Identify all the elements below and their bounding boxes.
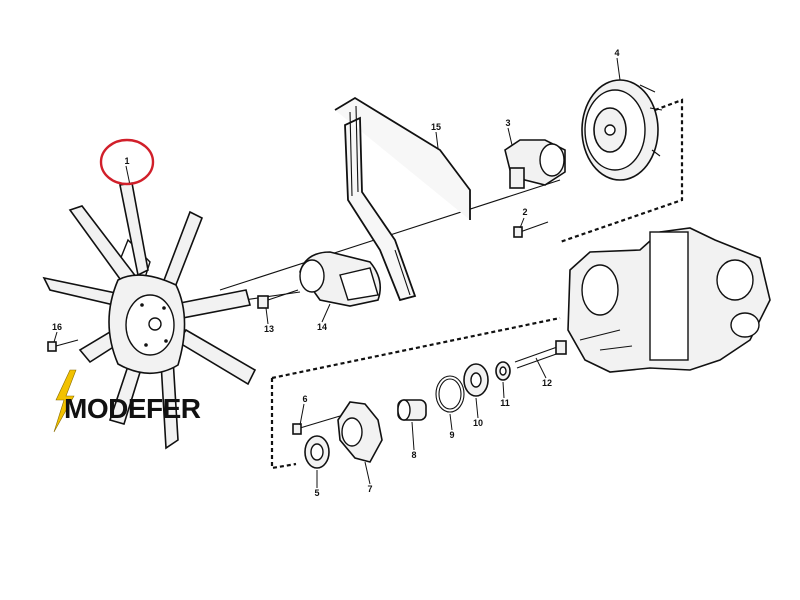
washer: [495, 361, 511, 381]
drive-belt: [334, 96, 471, 302]
o-ring: [435, 375, 465, 413]
pulley: [581, 79, 663, 181]
label-leader-lines: [53, 57, 621, 488]
part-label-2: 2: [522, 207, 527, 217]
part-label-15: 15: [431, 122, 441, 132]
part-label-11: 11: [500, 398, 510, 408]
part-labels: 1 2 3 4 5 6 7 8 9 10 11 12 13 14 15 16: [52, 48, 620, 498]
bolt: [513, 221, 549, 238]
upper-dashed-frame: [559, 98, 684, 244]
belt-tensioner: [299, 251, 381, 307]
part-label-7: 7: [367, 484, 372, 494]
part-label-10: 10: [473, 418, 483, 428]
highlight-circle: [99, 138, 155, 186]
lightning-bolt-icon: [53, 369, 77, 433]
part-label-9: 9: [449, 430, 454, 440]
long-bolt: [514, 340, 567, 369]
part-label-4: 4: [614, 48, 619, 58]
fan-blade-assembly: [42, 182, 257, 450]
screw: [292, 415, 341, 435]
part-label-12: 12: [542, 378, 552, 388]
part-label-1: 1: [124, 156, 129, 166]
part-label-8: 8: [411, 450, 416, 460]
brand-logo-text: MODEFER: [64, 393, 201, 424]
part-label-14: 14: [317, 322, 327, 332]
shaft: [397, 399, 427, 421]
part-label-3: 3: [505, 118, 510, 128]
bearing: [304, 435, 330, 469]
screw: [47, 339, 79, 352]
bracket: [337, 401, 383, 463]
lower-dashed-frame: [270, 316, 561, 470]
bolt: [257, 289, 299, 309]
part-label-6: 6: [302, 394, 307, 404]
bearing: [463, 363, 489, 397]
part-label-13: 13: [264, 324, 274, 334]
brand-logo: MODEFER: [53, 369, 201, 433]
water-pump-hub: [504, 139, 566, 189]
part-label-16: 16: [52, 322, 62, 332]
engine-block: [567, 227, 771, 373]
part-label-5: 5: [314, 488, 319, 498]
